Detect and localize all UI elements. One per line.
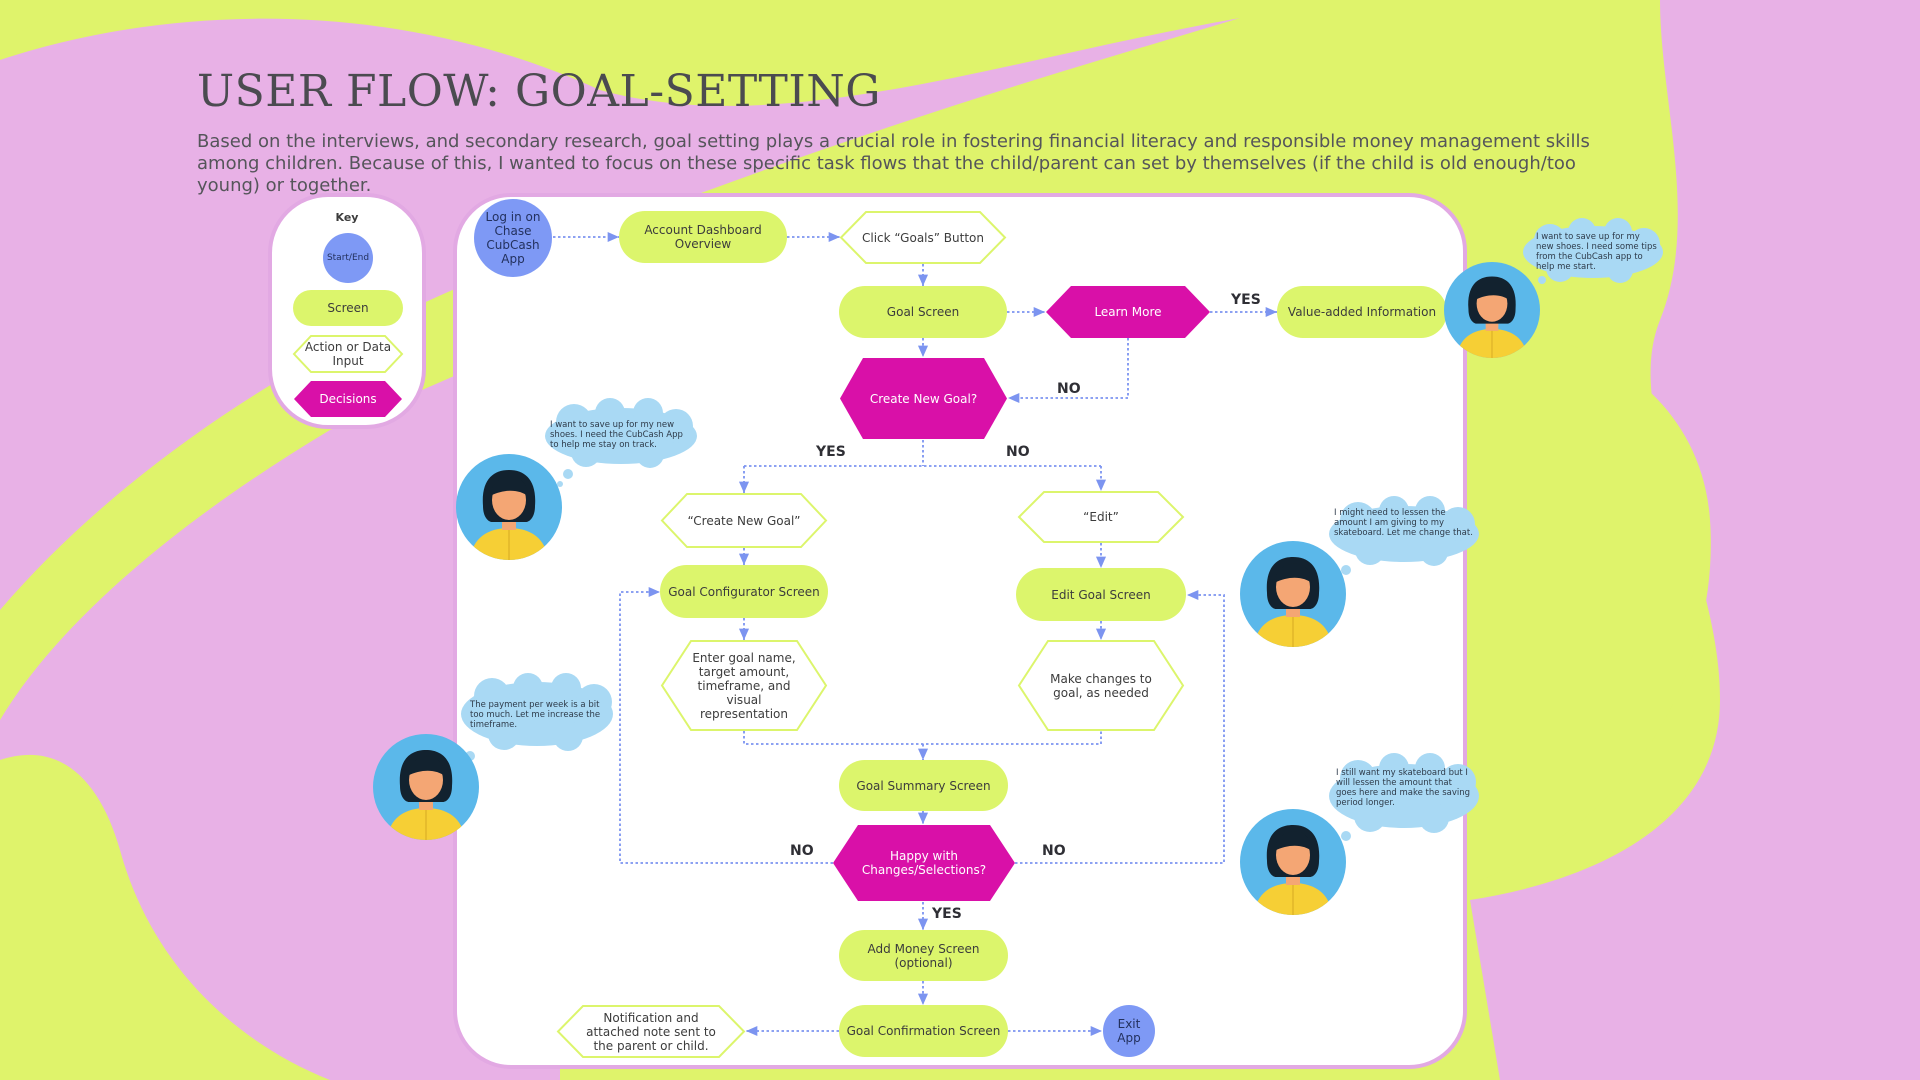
intro-paragraph: Based on the interviews, and secondary r… — [197, 131, 1590, 196]
edge-happy-no-right — [1015, 589, 1225, 864]
child-avatar-icon — [456, 454, 562, 560]
node-click-goals: Click “Goals” Button — [839, 211, 1007, 264]
node-edit-goal-screen: Edit Goal Screen — [1016, 568, 1186, 621]
thought-text-right-middle: I might need to lessen the amount I am g… — [1334, 508, 1473, 538]
thought-text-left-upper: I want to save up for my new shoes. I ne… — [550, 420, 683, 450]
edge-learnmore-no — [1008, 338, 1129, 404]
thought-bubble-right-lower: I still want my skateboard but I will le… — [1326, 752, 1482, 847]
edge-label-learn-yes: YES — [1231, 292, 1261, 308]
legend-decision: Decisions — [293, 380, 403, 418]
thought-text-top-right: I want to save up for my new shoes. I ne… — [1536, 232, 1657, 272]
edge-label-happy-yes: YES — [932, 906, 962, 922]
node-enter-goal-details: Enter goal name, target amount, timefram… — [660, 640, 828, 731]
node-happy-decision: Happy with Changes/Selections? — [832, 824, 1016, 902]
node-goal-screen: Goal Screen — [839, 286, 1007, 338]
node-login-start: Log in on Chase CubCash App — [474, 199, 552, 277]
edge-label-create-yes: YES — [816, 444, 846, 460]
cloud-shape — [545, 398, 697, 487]
node-goal-summary: Goal Summary Screen — [839, 760, 1008, 811]
edge-label-create-no: NO — [1006, 444, 1030, 460]
thought-text-left-lower: The payment per week is a bit too much. … — [470, 700, 601, 730]
child-avatar-icon — [1240, 809, 1346, 915]
legend-start-end: Start/End — [323, 233, 373, 283]
node-notification: Notification and attached note sent to t… — [556, 1005, 746, 1058]
edge-label-happy-no-right: NO — [1042, 843, 1066, 859]
node-account-dashboard: Account Dashboard Overview — [619, 211, 787, 263]
pink-swoosh-top — [0, 18, 1240, 610]
node-edit-action: “Edit” — [1017, 491, 1185, 543]
node-learn-more-decision: Learn More — [1045, 285, 1211, 339]
avatar-graphic — [1240, 541, 1346, 647]
edge-happy-no-left — [619, 586, 833, 864]
cloud-shape — [1329, 496, 1479, 581]
node-create-new-goal-action: “Create New Goal” — [660, 493, 828, 548]
thought-bubble-left-lower: The payment per week is a bit too much. … — [458, 672, 616, 767]
thought-text-right-lower: I still want my skateboard but I will le… — [1336, 768, 1471, 808]
node-value-added-info: Value-added Information — [1277, 286, 1447, 338]
avatar-graphic — [456, 454, 562, 560]
legend-screen: Screen — [293, 290, 403, 326]
edge-label-happy-no-left: NO — [790, 843, 814, 859]
node-exit-app: Exit App — [1103, 1005, 1155, 1057]
node-create-new-goal-decision: Create New Goal? — [839, 357, 1008, 440]
legend-title: Key — [335, 211, 359, 224]
thought-bubble-left-upper: I want to save up for my new shoes. I ne… — [542, 398, 700, 487]
avatar-graphic — [1444, 262, 1540, 358]
edge-merge-summary — [743, 731, 1102, 760]
legend-action: Action or Data Input — [292, 335, 404, 373]
page-title: USER FLOW: GOAL-SETTING — [197, 66, 881, 117]
avatar-graphic — [373, 734, 479, 840]
lime-bulge-right — [1440, 333, 1711, 881]
child-avatar-icon — [1444, 262, 1540, 358]
child-avatar-icon — [1240, 541, 1346, 647]
node-make-changes: Make changes to goal, as needed — [1017, 640, 1185, 731]
edge-create-split — [744, 440, 1101, 467]
child-avatar-icon — [373, 734, 479, 840]
thought-bubble-top-right: I want to save up for my new shoes. I ne… — [1520, 218, 1666, 291]
node-goal-configurator: Goal Configurator Screen — [660, 565, 828, 618]
lime-edge-left — [0, 0, 70, 45]
avatar-graphic — [1240, 809, 1346, 915]
edge-label-learn-no: NO — [1057, 381, 1081, 397]
pink-ribbon-left — [0, 330, 560, 1080]
thought-bubble-right-middle: I might need to lessen the amount I am g… — [1326, 496, 1482, 581]
cloud-shape — [1523, 218, 1663, 291]
node-goal-confirmation: Goal Confirmation Screen — [839, 1005, 1008, 1057]
node-add-money: Add Money Screen (optional) — [839, 930, 1008, 981]
